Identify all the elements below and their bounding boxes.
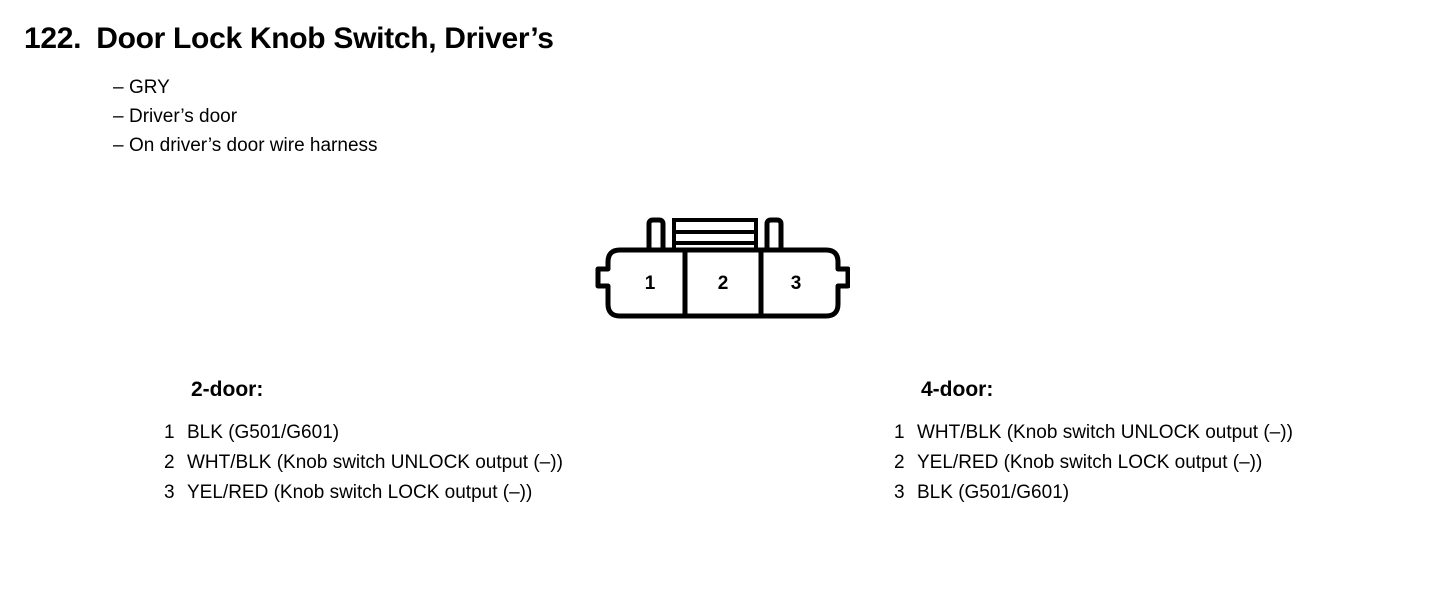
connector-svg: 1 2 3: [595, 217, 850, 319]
pin-description: WHT/BLK (Knob switch UNLOCK output (–)): [917, 422, 1293, 443]
dash-bullet-icon: –: [113, 135, 124, 156]
spec-item: – GRY: [113, 73, 378, 102]
connector-pin-2-label: 2: [718, 273, 729, 294]
spec-item-label: Driver’s door: [129, 106, 238, 127]
pin-number: 3: [164, 482, 175, 503]
pin-row: 3 YEL/RED (Knob switch LOCK output (–)): [164, 478, 563, 508]
pin-description: BLK (G501/G601): [917, 482, 1070, 503]
pin-number: 3: [894, 482, 905, 503]
connector-latch-icon: [672, 218, 758, 254]
spec-item: – On driver’s door wire harness: [113, 131, 378, 160]
spec-item: – Driver’s door: [113, 102, 378, 131]
dash-bullet-icon: –: [113, 77, 124, 98]
connector-diagram: 1 2 3: [590, 214, 850, 329]
connector-body-outline: [595, 247, 850, 319]
pin-description: YEL/RED (Knob switch LOCK output (–)): [917, 452, 1263, 473]
connector-left-post-icon: [646, 217, 666, 252]
pin-table-4-door: 4-door: 1 WHT/BLK (Knob switch UNLOCK ou…: [894, 378, 1293, 508]
pin-number: 2: [164, 452, 175, 473]
connector-pin-1-label: 1: [645, 273, 656, 294]
connector-right-post-icon: [764, 217, 784, 252]
pin-table-heading: 2-door:: [191, 378, 264, 401]
pin-description: BLK (G501/G601): [187, 422, 340, 443]
pin-row: 1 BLK (G501/G601): [164, 418, 563, 448]
dash-bullet-icon: –: [113, 106, 124, 127]
pin-row: 2 YEL/RED (Knob switch LOCK output (–)): [894, 448, 1293, 478]
page-title: 122. Door Lock Knob Switch, Driver’s: [24, 22, 554, 56]
pin-description: WHT/BLK (Knob switch UNLOCK output (–)): [187, 452, 563, 473]
spec-item-label: GRY: [129, 77, 170, 98]
pin-row: 2 WHT/BLK (Knob switch UNLOCK output (–)…: [164, 448, 563, 478]
pin-number: 1: [894, 422, 905, 443]
pin-description: YEL/RED (Knob switch LOCK output (–)): [187, 482, 533, 503]
spec-item-label: On driver’s door wire harness: [129, 135, 378, 156]
spec-list: – GRY – Driver’s door – On driver’s door…: [113, 73, 378, 160]
connector-pin-3-label: 3: [791, 273, 802, 294]
pin-row: 3 BLK (G501/G601): [894, 478, 1293, 508]
pin-row: 1 WHT/BLK (Knob switch UNLOCK output (–)…: [894, 418, 1293, 448]
pin-number: 1: [164, 422, 175, 443]
title-text: Door Lock Knob Switch, Driver’s: [96, 22, 554, 55]
pin-table-heading: 4-door:: [921, 378, 994, 401]
pin-table-2-door: 2-door: 1 BLK (G501/G601) 2 WHT/BLK (Kno…: [164, 378, 563, 508]
pin-number: 2: [894, 452, 905, 473]
entry-number: 122.: [24, 22, 82, 55]
